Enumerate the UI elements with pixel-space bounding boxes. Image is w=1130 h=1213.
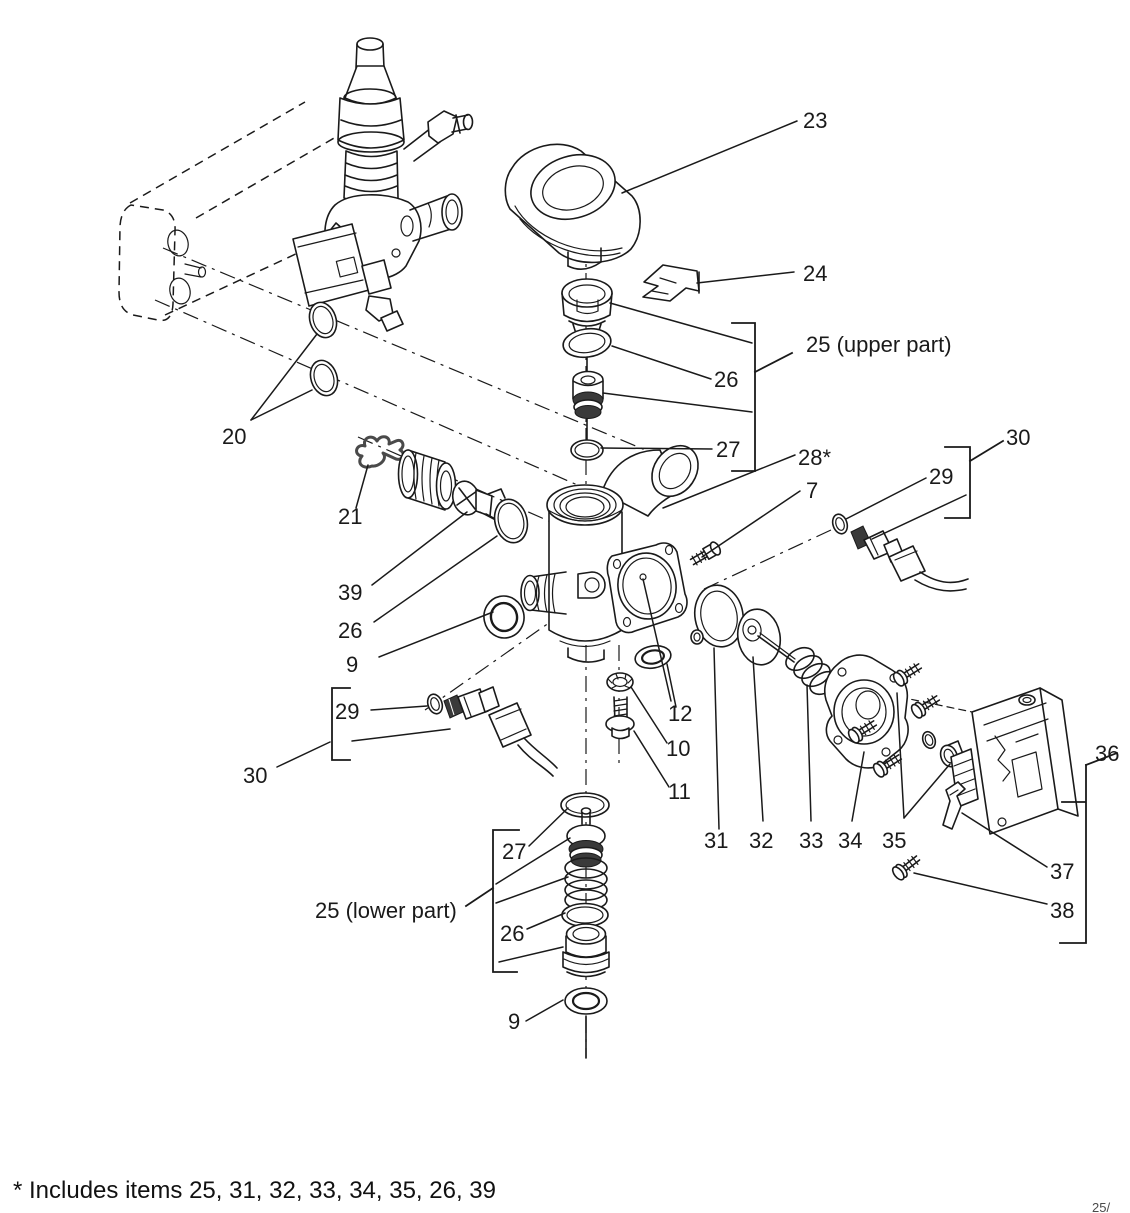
- callout-7: 7: [806, 478, 818, 503]
- callout-26-lower: 26: [500, 921, 524, 946]
- mounting-plate-phantom: [118, 101, 391, 322]
- part-10-lock-washer: [606, 672, 634, 692]
- callout-25-lower: 25 (lower part): [315, 898, 457, 923]
- part-26-o-ring-lower: [561, 902, 609, 928]
- part-20-o-rings: [308, 301, 339, 397]
- callout-34: 34: [838, 828, 862, 853]
- callout-32: 32: [749, 828, 773, 853]
- callout-11: 11: [668, 779, 691, 804]
- part-26-o-ring-left: [493, 498, 529, 544]
- callout-9-bottom: 9: [508, 1009, 520, 1034]
- callout-10: 10: [666, 736, 690, 761]
- group-brackets: [331, 322, 1119, 973]
- part-coupling: [397, 449, 457, 511]
- callout-38: 38: [1050, 898, 1074, 923]
- part-24-clip: [642, 264, 700, 302]
- valve-assembly: [292, 37, 474, 332]
- bracket-25-lower: [492, 829, 520, 973]
- callout-39: 39: [338, 580, 362, 605]
- part-23-cover: [504, 143, 641, 270]
- callout-20: 20: [222, 424, 246, 449]
- callout-30-left: 30: [243, 763, 267, 788]
- part-29-o-ring-left-sensor: [426, 693, 444, 715]
- callout-12: 12: [668, 701, 692, 726]
- part-9-seal-left: [483, 595, 525, 639]
- part-26-o-ring-upper: [562, 327, 612, 359]
- part-31-diaphragm: [690, 584, 745, 648]
- footnote: * Includes items 25, 31, 32, 33, 34, 35,…: [13, 1177, 496, 1204]
- callout-27-lower: 27: [502, 839, 526, 864]
- callout-24: 24: [803, 261, 827, 286]
- callout-26-upper: 26: [714, 367, 738, 392]
- part-27-washer-upper: [570, 439, 604, 461]
- part-39-valve: [451, 480, 506, 523]
- part-25-upper-piston: [572, 356, 604, 447]
- part-25-lower-plug: [562, 923, 610, 978]
- callout-36: 36: [1095, 741, 1119, 766]
- part-12-ring: [634, 644, 672, 670]
- part-34-cover: [823, 654, 909, 769]
- leader-lines: [250, 120, 1048, 1022]
- callout-9-left: 9: [346, 652, 358, 677]
- callout-28: 28*: [798, 445, 831, 470]
- part-9-washer-bottom: [564, 987, 608, 1059]
- callout-35: 35: [882, 828, 906, 853]
- bracket-30-left: [331, 687, 351, 761]
- callout-29-left: 29: [335, 699, 359, 724]
- bracket-25-upper: [731, 322, 756, 472]
- page-number-fragment: 25/: [1092, 1200, 1110, 1213]
- part-38-screw: [891, 855, 921, 881]
- callout-26-left: 26: [338, 618, 362, 643]
- plate-pin: [184, 263, 207, 278]
- part-35-screws: [847, 663, 967, 778]
- callout-21: 21: [338, 504, 362, 529]
- part-25-lower-piston: [566, 807, 606, 868]
- callout-37: 37: [1050, 859, 1074, 884]
- assembled-pump-unit: [118, 37, 474, 332]
- part-21-spring-clip: [355, 435, 405, 469]
- bracket-36: [1059, 764, 1087, 944]
- callout-31: 31: [704, 828, 728, 853]
- part-37-clip: [942, 781, 966, 830]
- callout-30-right: 30: [1006, 425, 1030, 450]
- part-28-manifold-body: [520, 444, 699, 663]
- part-30-sensor-left: [443, 686, 558, 777]
- callout-29-right: 29: [929, 464, 953, 489]
- bracket-30-right: [944, 446, 971, 519]
- callout-27-upper: 27: [716, 437, 740, 462]
- part-30-sensor-right: [850, 525, 969, 592]
- callout-33: 33: [799, 828, 823, 853]
- part-11-screw: [605, 696, 635, 740]
- callout-labels: 23 24 25 (upper part) 26 27 28* 7 29 30 …: [222, 108, 1119, 1034]
- callout-25-upper: 25 (upper part): [806, 332, 952, 357]
- part-29-o-ring-right-sensor: [831, 513, 849, 535]
- callout-23: 23: [803, 108, 827, 133]
- part-36-switch-box: [950, 687, 1079, 835]
- part-27-o-ring-lower: [560, 792, 610, 818]
